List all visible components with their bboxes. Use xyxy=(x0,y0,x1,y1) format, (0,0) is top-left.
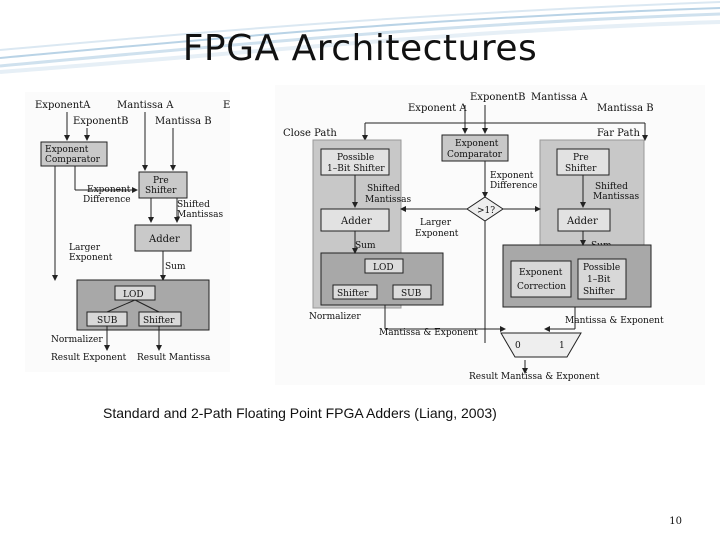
right-pre-shifter-label-1: Pre xyxy=(573,153,589,163)
right-possible-1bit-shifter-label-1: Possible xyxy=(583,263,620,273)
standard-adder-diagram: ExponentA Mantissa A ExponentB Mantissa … xyxy=(25,92,230,372)
right-pre-shifter-box xyxy=(556,148,610,176)
right-exponent-correction-box xyxy=(510,260,572,298)
left-larger-exponent-label-2: Exponent xyxy=(69,253,113,263)
right-adder-right-label: Adder xyxy=(566,216,598,227)
right-adder-right-box xyxy=(557,208,611,232)
right-exponent-correction-label-1: Exponent xyxy=(519,268,563,278)
header-swoosh-decoration xyxy=(0,1,720,74)
right-close-path-label: Close Path xyxy=(283,128,337,139)
left-sum-label: Sum xyxy=(165,262,186,272)
right-pre-shifter-label-2: Shifter xyxy=(565,164,597,174)
left-pre-shifter-label-2: Shifter xyxy=(145,186,177,196)
right-larger-exponent-label-1: Larger xyxy=(420,218,452,228)
right-shifted-mantissas-right-label-2: Mantissas xyxy=(593,192,639,202)
left-exponent-comparator-label-1: Exponent xyxy=(45,145,89,155)
right-input-mantissa-b: Mantissa B xyxy=(597,103,654,114)
right-possible-1bit-shifter-box xyxy=(577,258,627,300)
left-input-exponent-a: ExponentA xyxy=(35,100,91,111)
left-pre-shifter-box xyxy=(138,171,188,199)
right-lod-label: LOD xyxy=(373,263,394,273)
left-shifted-mantissas-label-2: Mantissas xyxy=(177,210,223,220)
right-shifter-box xyxy=(332,284,378,300)
right-mux-input-0: 0 xyxy=(515,341,521,351)
left-exponent-difference-label-2: Difference xyxy=(83,195,131,205)
right-exponent-difference-label-2: Difference xyxy=(490,181,538,191)
two-path-adder-diagram: ExponentB Mantissa A Exponent A Mantissa… xyxy=(275,85,705,385)
right-exponent-correction-label-2: Correction xyxy=(517,282,566,292)
slide-title: FPGA Architectures xyxy=(182,28,538,69)
right-possible-shifter-label-2: 1–Bit Shifter xyxy=(327,164,385,174)
left-shifter-box xyxy=(138,311,182,327)
right-possible-1bit-shifter-label-2: 1–Bit xyxy=(587,275,611,285)
right-possible-1bit-shifter-label-3: Shifter xyxy=(583,287,615,297)
right-input-exponent-b: ExponentB xyxy=(470,92,526,103)
right-shifted-mantissas-left-label-2: Mantissas xyxy=(365,195,411,205)
right-normalizer-label: Normalizer xyxy=(309,312,361,322)
left-shifter-label: Shifter xyxy=(143,316,175,326)
right-exponent-comparator-box xyxy=(441,134,509,162)
left-exponent-difference-label-1: Exponent xyxy=(87,185,131,195)
right-input-exponent-a: Exponent A xyxy=(408,103,467,114)
right-sum-left-label: Sum xyxy=(355,241,376,251)
svg-text:E: E xyxy=(223,100,230,111)
right-result-label: Result Mantissa & Exponent xyxy=(469,372,600,382)
left-normalizer-label: Normalizer xyxy=(51,335,103,345)
right-sub-label: SUB xyxy=(401,289,422,299)
right-mux-input-1: 1 xyxy=(559,341,565,351)
right-exponent-difference-label-1: Exponent xyxy=(490,171,534,181)
right-lod-box xyxy=(364,258,404,274)
left-adder-box xyxy=(134,224,192,252)
left-exponent-comparator-label-2: Comparator xyxy=(45,155,101,165)
left-result-exponent-label: Result Exponent xyxy=(51,353,127,363)
left-adder-label: Adder xyxy=(148,234,180,245)
left-exponent-comparator-box xyxy=(40,141,108,167)
left-lod-label: LOD xyxy=(123,290,144,300)
left-larger-exponent-label-1: Larger xyxy=(69,243,101,253)
right-far-path-label: Far Path xyxy=(597,128,640,139)
left-shifted-mantissas-label-1: Shifted xyxy=(177,200,210,210)
right-shifter-label: Shifter xyxy=(337,289,369,299)
left-inputs: ExponentA Mantissa A ExponentB Mantissa … xyxy=(35,100,230,127)
right-mantissa-exponent-right-label: Mantissa & Exponent xyxy=(565,316,664,326)
left-sub-label: SUB xyxy=(97,316,118,326)
right-exponent-comparator-label-2: Comparator xyxy=(447,150,503,160)
right-multiplexer xyxy=(500,332,582,358)
right-shifted-mantissas-left-label-1: Shifted xyxy=(367,184,400,194)
right-possible-shifter-label-1: Possible xyxy=(337,153,374,163)
right-decision-label: >1? xyxy=(477,206,495,216)
right-mantissa-exponent-left-label: Mantissa & Exponent xyxy=(379,328,478,338)
left-input-mantissa-a: Mantissa A xyxy=(117,100,174,111)
left-pre-shifter-label-1: Pre xyxy=(153,176,169,186)
left-input-exponent-b: ExponentB xyxy=(73,116,129,127)
right-possible-shifter-box xyxy=(320,148,390,176)
right-exponent-comparator-label-1: Exponent xyxy=(455,139,499,149)
right-shifted-mantissas-right-label-1: Shifted xyxy=(595,182,628,192)
right-sub-box xyxy=(392,284,432,300)
right-input-mantissa-a: Mantissa A xyxy=(531,92,588,103)
right-adder-left-label: Adder xyxy=(340,216,372,227)
figure-caption: Standard and 2-Path Floating Point FPGA … xyxy=(103,405,497,421)
left-result-mantissa-label: Result Mantissa xyxy=(137,353,211,363)
page-number: 10 xyxy=(669,516,682,527)
left-input-mantissa-b: Mantissa B xyxy=(155,116,212,127)
right-larger-exponent-label-2: Exponent xyxy=(415,229,459,239)
